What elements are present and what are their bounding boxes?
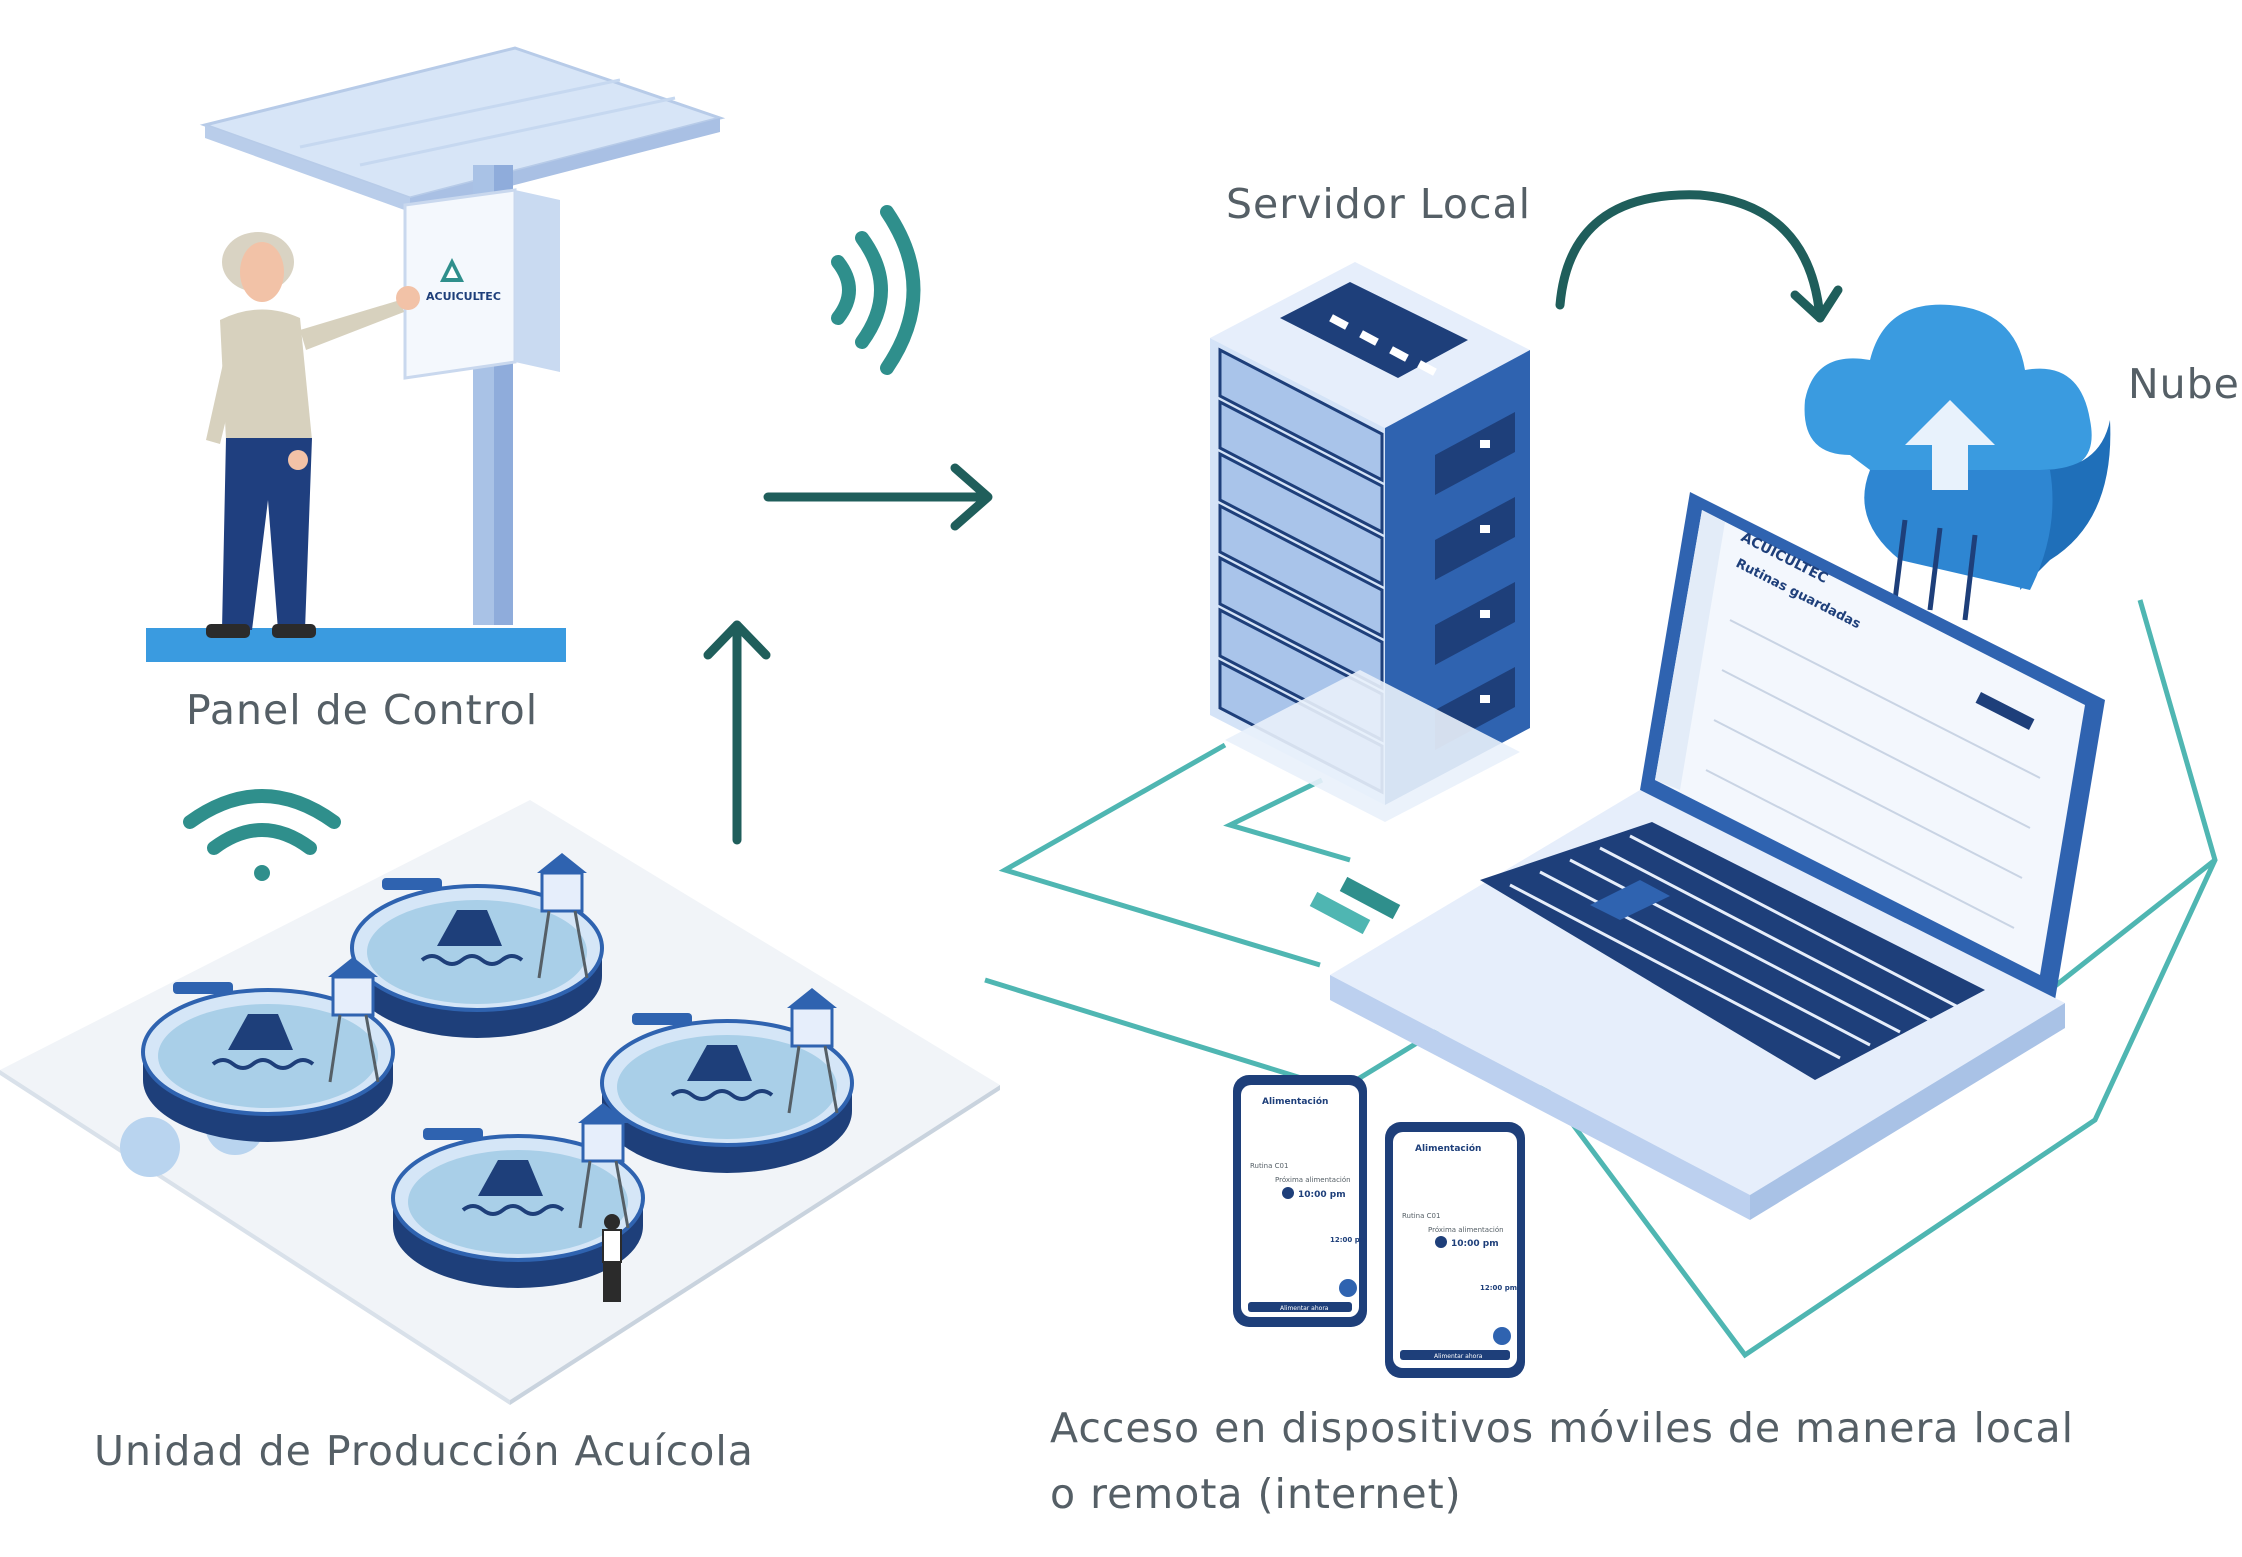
pond-3 xyxy=(600,988,854,1173)
phone-left-time: 10:00 pm xyxy=(1298,1190,1346,1200)
panel-de-control-label: Panel de Control xyxy=(186,686,539,734)
phone-right-time2: 12:00 pm xyxy=(1480,1284,1517,1292)
arrow-up-icon xyxy=(703,620,771,845)
wifi-icon xyxy=(183,789,341,881)
phone-right-section: Rutina C01 xyxy=(1402,1212,1440,1220)
phone-right-next: Próxima alimentación xyxy=(1428,1226,1504,1234)
operator-figure xyxy=(602,1214,622,1302)
phone-right: Alimentación Rutina C01 Próxima alimenta… xyxy=(1385,1122,1525,1378)
worker-figure xyxy=(206,232,420,638)
control-panel-illustration: ACUICULTEC xyxy=(146,46,726,662)
phone-left-time2: 12:00 pm xyxy=(1330,1236,1367,1244)
phone-left-button: Alimentar ahora xyxy=(1280,1305,1329,1312)
decorative-circle xyxy=(120,1117,180,1177)
unidad-produccion-label: Unidad de Producción Acuícola xyxy=(94,1427,754,1475)
phone-left-section: Rutina C01 xyxy=(1250,1162,1288,1170)
phone-right-title: Alimentación xyxy=(1415,1143,1481,1154)
cloud-upload-icon xyxy=(1804,304,2111,621)
acceso-line-1: Acceso en dispositivos móviles de manera… xyxy=(1050,1404,2074,1452)
servidor-local-label: Servidor Local xyxy=(1226,180,1532,228)
cabinet-logo-text: ACUICULTEC xyxy=(426,290,501,303)
arrow-right-icon xyxy=(763,463,993,531)
wireless-signal-icon xyxy=(831,205,921,375)
phone-left: Alimentación Rutina C01 Próxima alimenta… xyxy=(1233,1075,1367,1327)
curved-arrow-icon xyxy=(1555,190,1843,323)
phone-right-button: Alimentar ahora xyxy=(1434,1353,1483,1360)
nube-label: Nube xyxy=(2128,360,2240,408)
server-illustration xyxy=(1210,262,1530,822)
pond-1 xyxy=(350,853,604,1038)
phone-left-title: Alimentación xyxy=(1262,1096,1328,1107)
phone-left-next: Próxima alimentación xyxy=(1275,1176,1351,1184)
pond-4 xyxy=(391,1103,645,1288)
acceso-line-2: o remota (internet) xyxy=(1050,1470,1462,1518)
acceso-dispositivos-label: Acceso en dispositivos móviles de manera… xyxy=(1050,1395,2074,1527)
phone-right-time: 10:00 pm xyxy=(1451,1239,1499,1249)
laptop-illustration: ACUICULTEC Rutinas guardadas xyxy=(1309,492,2105,1220)
pond-2 xyxy=(141,957,395,1142)
